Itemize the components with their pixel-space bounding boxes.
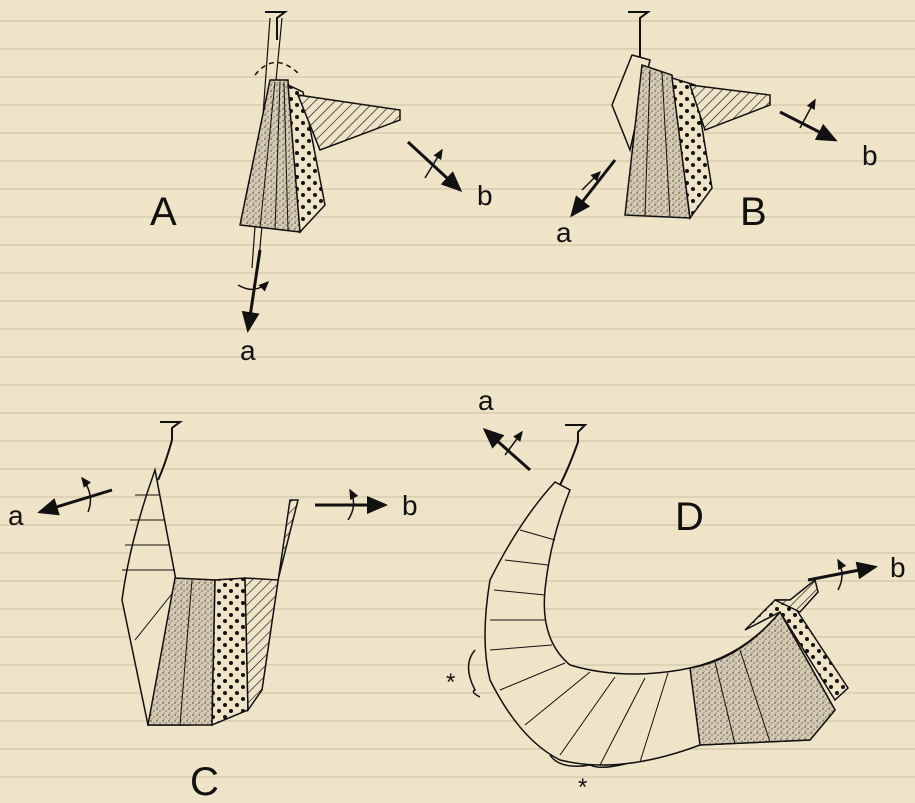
- panel-b-axis-b-label: b: [862, 140, 878, 171]
- panel-d-marker-left: *: [446, 669, 455, 696]
- panel-d-bracket-left: [469, 650, 481, 697]
- panel-d-marker-bottom: *: [578, 774, 587, 801]
- panel-a-axis-b-arrow: [408, 142, 460, 190]
- panel-c-label: C: [190, 760, 219, 803]
- panel-b-rotation-b: [800, 100, 815, 128]
- panel-c-axis-b-label: b: [402, 490, 418, 521]
- panel-b-axis-a-label: a: [556, 217, 572, 248]
- panel-a-axis-a-label: a: [240, 335, 256, 366]
- panel-a-rotation-b: [425, 150, 442, 178]
- panel-a: A a b: [150, 12, 493, 366]
- panel-d-axis-b-label: b: [890, 552, 906, 583]
- panel-a-stem: [265, 12, 285, 40]
- panel-b-axis-b-arrow: [780, 112, 835, 140]
- panel-b-stem: [628, 12, 648, 60]
- panel-a-axis-b-label: b: [477, 180, 493, 211]
- panel-d-stippled-segments: [690, 612, 835, 745]
- panel-b: a b B: [556, 12, 878, 248]
- panel-d-stem: [560, 425, 585, 485]
- panel-d: * * a b D: [446, 385, 906, 801]
- panel-a-label: A: [150, 190, 177, 234]
- panel-d-label: D: [675, 495, 704, 539]
- panel-d-axis-a-label: a: [478, 385, 494, 416]
- panel-c-dotted-segment: [212, 578, 248, 725]
- panel-c-hatched-segments: [245, 500, 298, 710]
- panel-d-axis-a-arrow: [485, 430, 530, 470]
- panel-b-label: B: [740, 190, 767, 234]
- panel-c-stem: [158, 422, 180, 480]
- panel-c-rotation-a: [82, 478, 90, 512]
- panel-d-rotation-a: [505, 432, 522, 455]
- panel-c: a b C: [8, 422, 418, 803]
- panel-b-hatched-segment: [690, 85, 770, 130]
- panel-b-axis-a-arrow: [572, 160, 615, 215]
- panel-c-axis-a-label: a: [8, 500, 24, 531]
- panel-c-axis-a-arrow: [40, 490, 112, 512]
